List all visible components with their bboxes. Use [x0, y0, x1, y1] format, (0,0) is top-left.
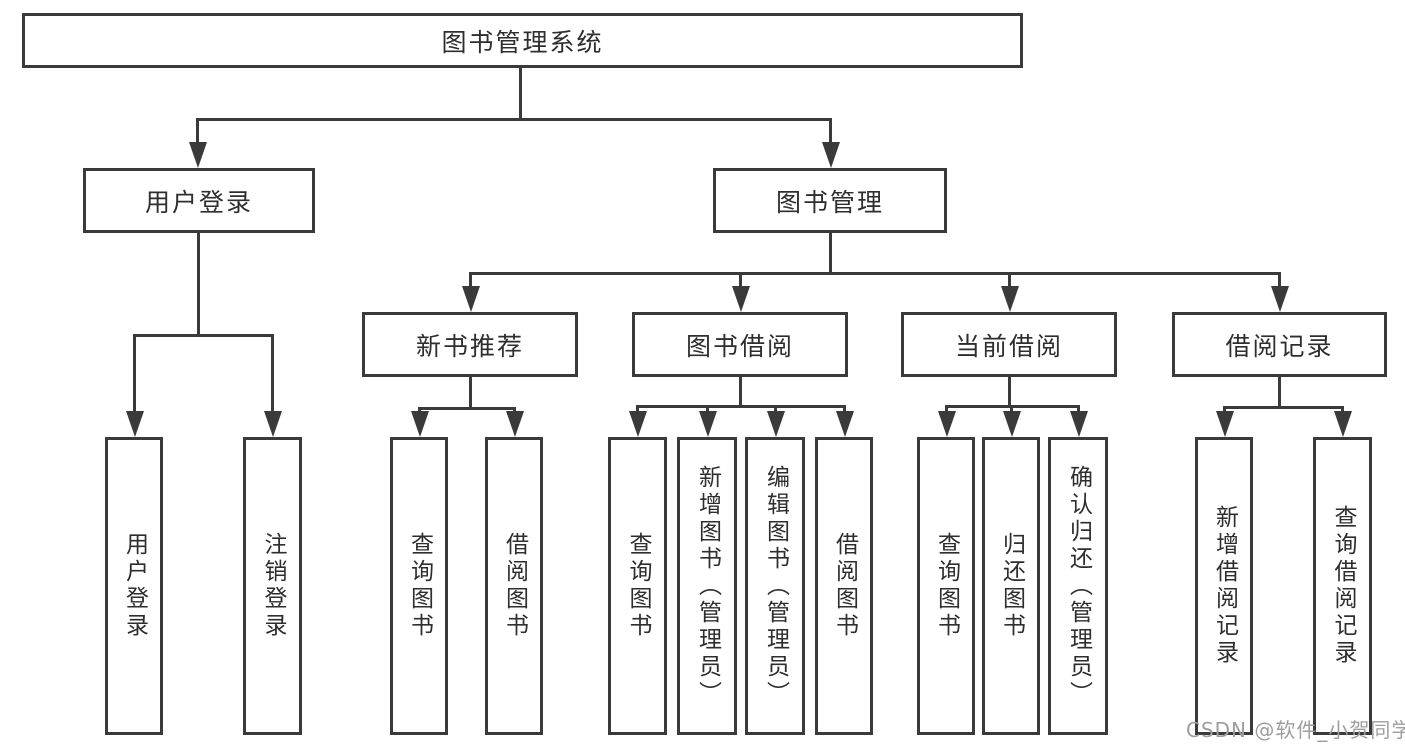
connector-line — [1008, 272, 1011, 290]
node-library-management-system: 图书管理系统 — [22, 13, 1023, 68]
arrowhead-down-icon — [822, 142, 840, 168]
arrowhead-down-icon — [767, 411, 785, 437]
arrowhead-down-icon — [699, 411, 717, 437]
connector-line — [133, 334, 136, 416]
leaf-label: 新增图书（管理员） — [694, 464, 721, 708]
arrowhead-down-icon — [462, 286, 480, 312]
arrowhead-down-icon — [189, 142, 207, 168]
arrowhead-down-icon — [836, 411, 854, 437]
connector-line — [829, 118, 832, 150]
leaf-label: 查询图书 — [625, 532, 651, 640]
leaf-label: 查询图书 — [933, 532, 960, 640]
connector-line — [519, 68, 522, 121]
leaf-label: 注销登录 — [260, 532, 286, 640]
leaf-edit-books-admin: 编辑图书（管理员） — [745, 437, 805, 735]
leaf-add-books-admin: 新增图书（管理员） — [677, 437, 737, 735]
csdn-watermark: CSDN @软件_小贺同学 — [1186, 718, 1405, 742]
connector-line — [196, 118, 199, 150]
arrowhead-down-icon — [938, 411, 956, 437]
arrowhead-down-icon — [411, 411, 429, 437]
arrowhead-down-icon — [1216, 411, 1234, 437]
arrowhead-down-icon — [1001, 286, 1019, 312]
arrowhead-down-icon — [629, 411, 647, 437]
leaf-confirm-return-admin: 确认归还（管理员） — [1048, 437, 1108, 735]
connector-line — [197, 233, 200, 336]
connector-line — [271, 334, 274, 416]
node-borrowing-records: 借阅记录 — [1172, 312, 1387, 377]
connector-line — [418, 407, 516, 410]
leaf-label: 编辑图书（管理员） — [762, 464, 789, 708]
connector-line — [469, 377, 472, 409]
node-current-borrowing: 当前借阅 — [901, 312, 1117, 377]
node-new-book-recommendation: 新书推荐 — [362, 312, 578, 377]
arrowhead-down-icon — [1070, 411, 1088, 437]
leaf-label: 查询图书 — [406, 532, 433, 640]
node-label: 图书管理系统 — [441, 27, 604, 57]
leaf-borrow-books-1: 借阅图书 — [485, 437, 543, 735]
connector-line — [1278, 272, 1281, 290]
node-label: 当前借阅 — [954, 331, 1063, 361]
leaf-label: 新增借阅记录 — [1211, 505, 1238, 667]
leaf-query-books-1: 查询图书 — [390, 437, 448, 735]
connector-line — [739, 272, 742, 290]
arrowhead-down-icon — [1271, 286, 1289, 312]
leaf-add-borrow-record: 新增借阅记录 — [1195, 437, 1253, 735]
arrowhead-down-icon — [1334, 411, 1352, 437]
arrowhead-down-icon — [506, 411, 524, 437]
node-label: 用户登录 — [144, 187, 253, 217]
node-book-management: 图书管理 — [713, 168, 947, 233]
connector-line — [1223, 406, 1344, 409]
connector-line — [469, 272, 1281, 275]
connector-line — [133, 334, 274, 337]
leaf-query-borrow-record: 查询借阅记录 — [1313, 437, 1372, 735]
leaf-label: 查询借阅记录 — [1330, 505, 1356, 667]
connector-line — [469, 272, 472, 290]
arrowhead-down-icon — [126, 411, 144, 437]
leaf-label: 借阅图书 — [831, 532, 858, 640]
leaf-query-books-2: 查询图书 — [608, 437, 667, 735]
arrowhead-down-icon — [264, 411, 282, 437]
leaf-label: 用户登录 — [121, 532, 148, 640]
connector-line — [196, 118, 832, 121]
arrowhead-down-icon — [1003, 411, 1021, 437]
node-book-borrowing: 图书借阅 — [632, 312, 848, 377]
leaf-user-login: 用户登录 — [105, 437, 163, 735]
leaf-return-books: 归还图书 — [982, 437, 1040, 735]
connector-line — [1008, 377, 1011, 408]
node-label: 图书借阅 — [685, 331, 794, 361]
connector-line — [636, 405, 846, 408]
connector-line — [739, 377, 742, 408]
connector-line — [829, 233, 832, 275]
node-label: 新书推荐 — [415, 331, 524, 361]
leaf-logout: 注销登录 — [243, 437, 302, 735]
leaf-query-books-3: 查询图书 — [917, 437, 975, 735]
leaf-label: 借阅图书 — [501, 532, 528, 640]
connector-line — [1278, 377, 1281, 409]
arrowhead-down-icon — [732, 286, 750, 312]
leaf-label: 确认归还（管理员） — [1065, 464, 1092, 708]
node-label: 图书管理 — [775, 187, 884, 217]
node-label: 借阅记录 — [1225, 331, 1334, 361]
leaf-borrow-books-2: 借阅图书 — [815, 437, 873, 735]
node-user-login: 用户登录 — [83, 168, 315, 233]
leaf-label: 归还图书 — [998, 532, 1025, 640]
